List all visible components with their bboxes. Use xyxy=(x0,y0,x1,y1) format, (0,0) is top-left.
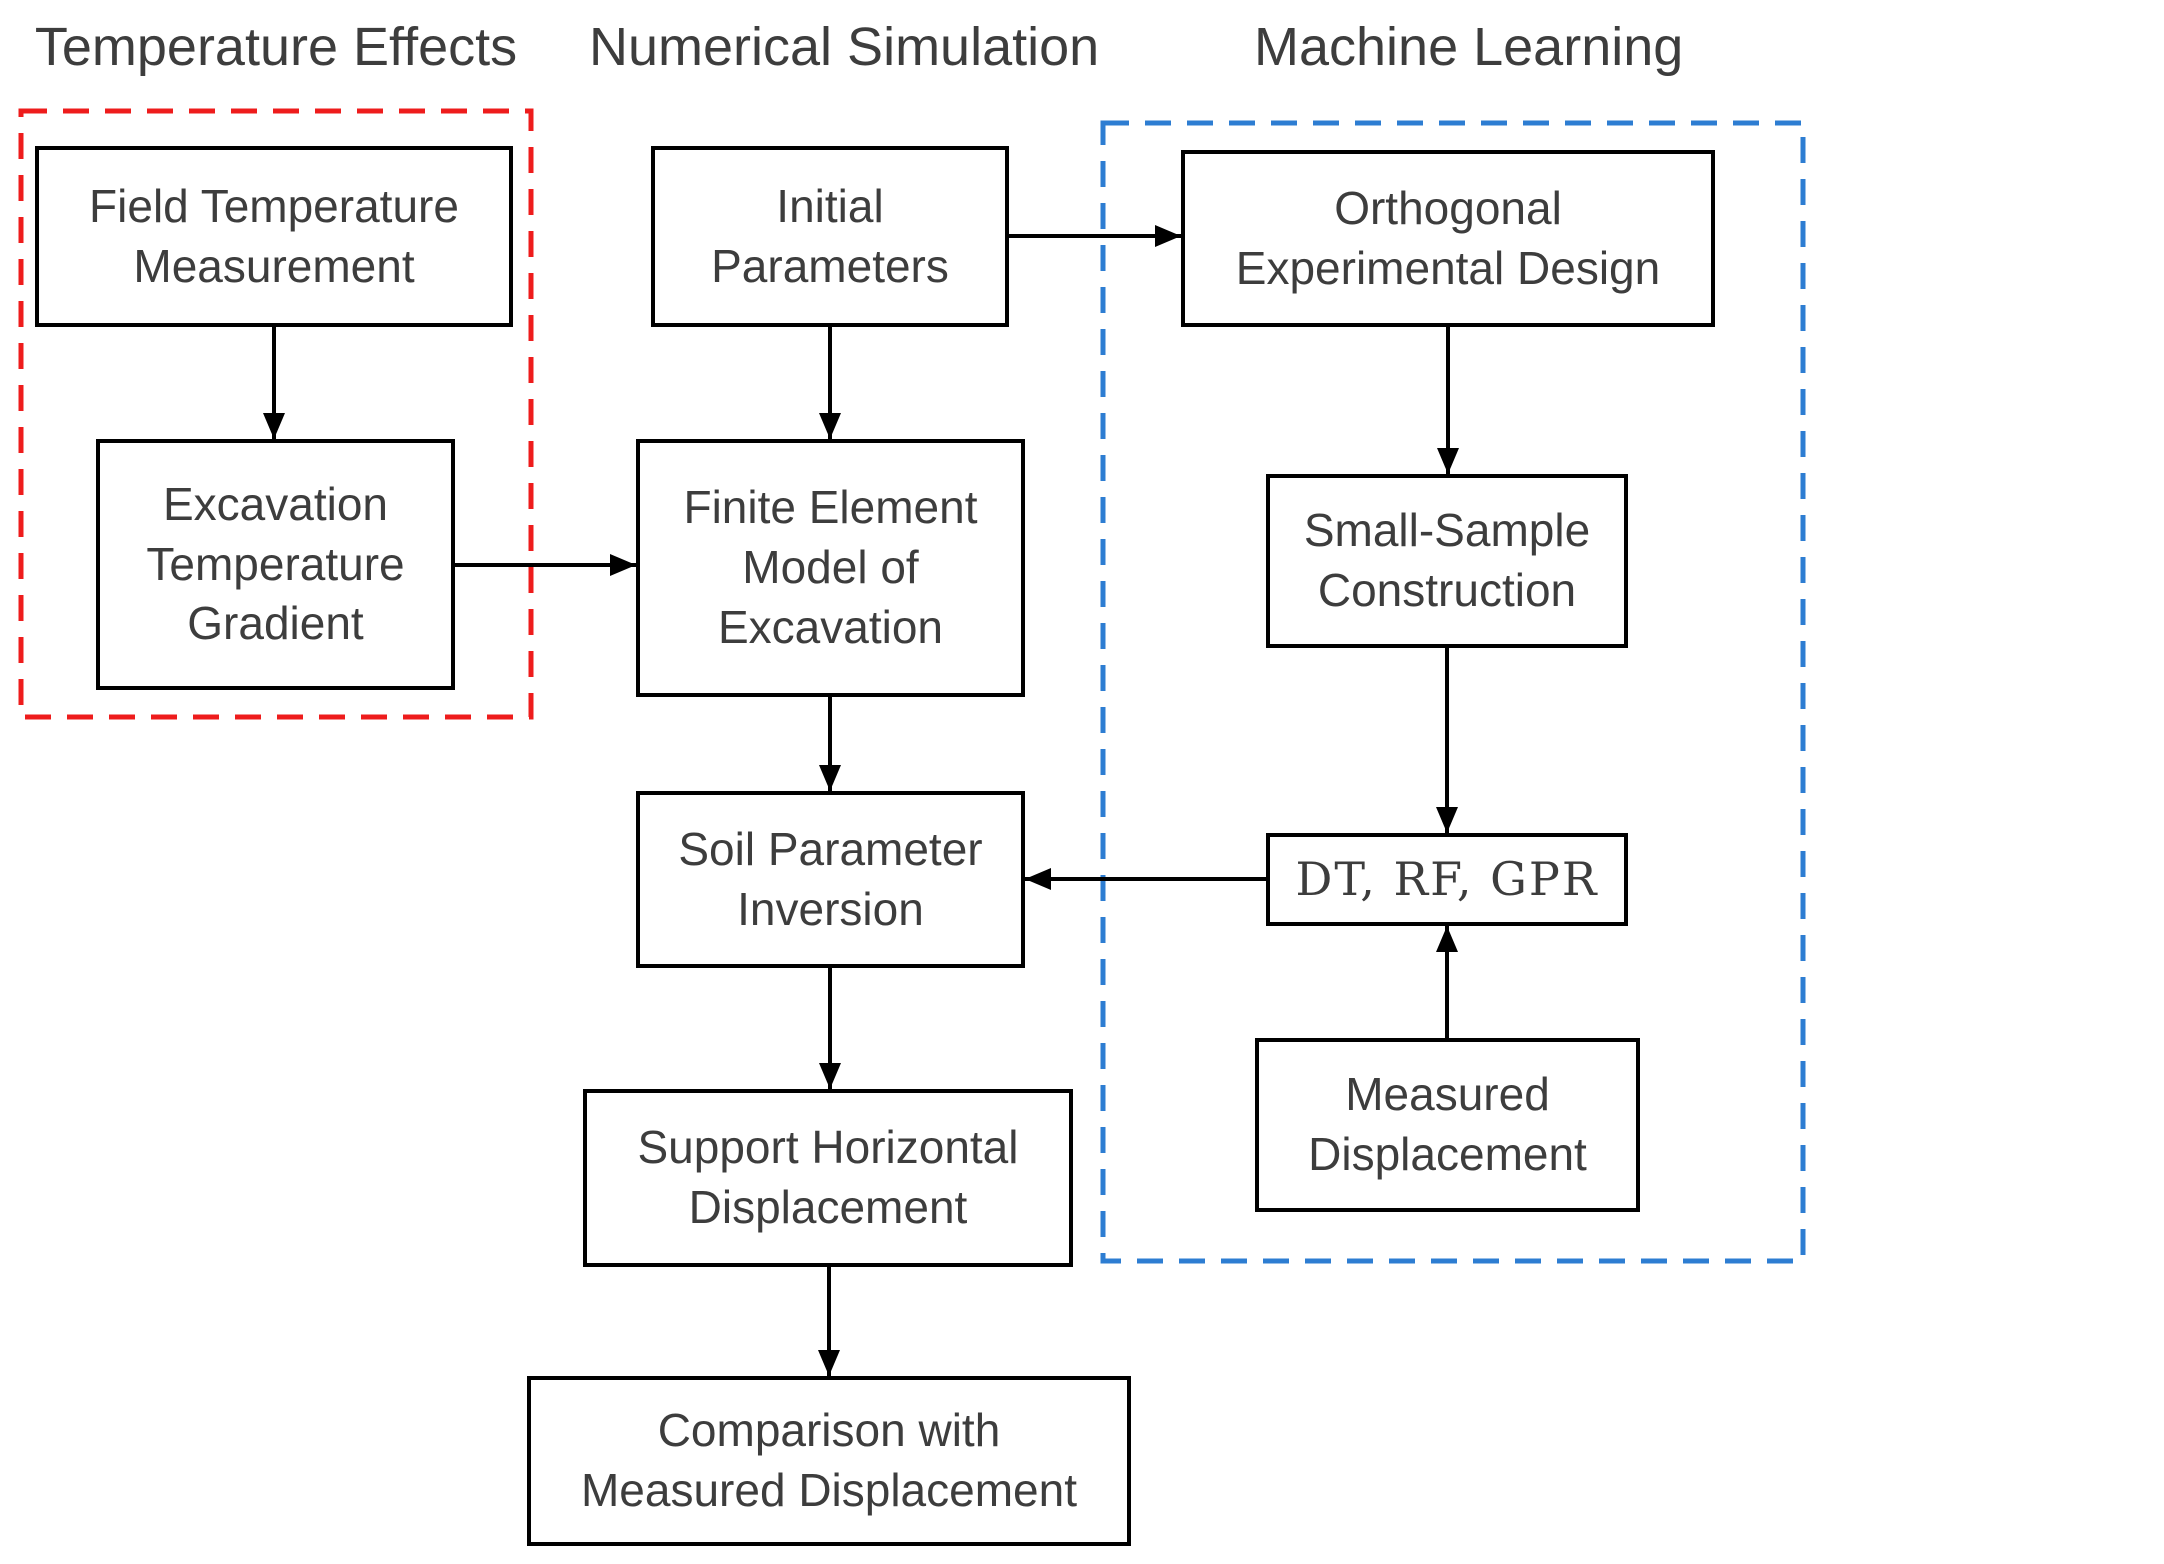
node-soil-parameter-inversion: Soil Parameter Inversion xyxy=(636,791,1025,968)
node-initial-parameters: Initial Parameters xyxy=(651,146,1009,327)
node-orthogonal-experimental-design: Orthogonal Experimental Design xyxy=(1181,150,1715,327)
title-machine-learning: Machine Learning xyxy=(1254,17,1684,77)
node-measured-displacement: Measured Displacement xyxy=(1255,1038,1640,1212)
node-finite-element-model: Finite Element Model of Excavation xyxy=(636,439,1025,697)
node-comparison-with-measured-displacement: Comparison with Measured Displacement xyxy=(527,1376,1131,1546)
node-field-temperature-measurement: Field Temperature Measurement xyxy=(35,146,513,327)
title-temperature-effects: Temperature Effects xyxy=(34,17,518,77)
node-dt-rf-gpr-models: DT, RF, GPR xyxy=(1266,833,1628,926)
node-small-sample-construction: Small-Sample Construction xyxy=(1266,474,1628,648)
title-numerical-simulation: Numerical Simulation xyxy=(589,17,1100,77)
node-excavation-temperature-gradient: Excavation Temperature Gradient xyxy=(96,439,455,690)
node-support-horizontal-displacement: Support Horizontal Displacement xyxy=(583,1089,1073,1267)
